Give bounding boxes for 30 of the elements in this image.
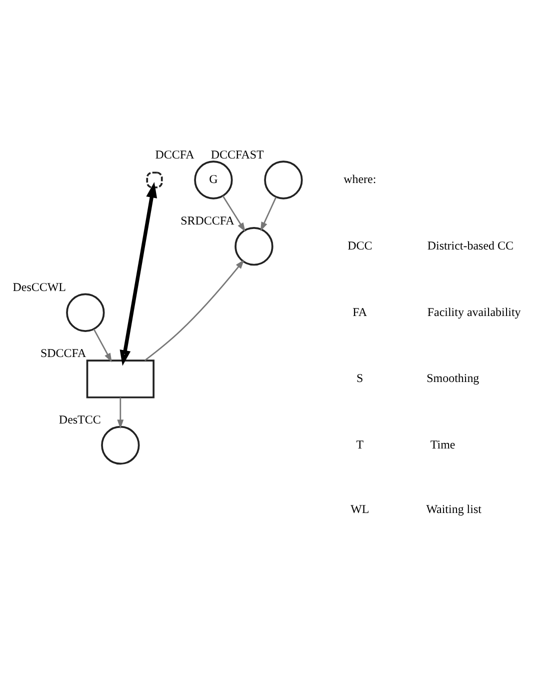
- node-cloud: [146, 172, 163, 188]
- label: District-based CC: [427, 238, 514, 252]
- label: Time: [430, 437, 456, 452]
- label: Smoothing: [426, 371, 480, 386]
- label: S: [356, 371, 364, 386]
- node-label: SDCCFA: [40, 346, 86, 360]
- node-circle: [66, 293, 105, 332]
- arrow: [93, 328, 112, 362]
- node-label: DesTCC: [58, 412, 101, 427]
- node-circle: [101, 426, 140, 465]
- label: T: [356, 437, 364, 452]
- arrow: [117, 398, 124, 429]
- label: Facility availability: [427, 304, 521, 319]
- arrow: [120, 182, 158, 366]
- node-label: SRDCCFA: [180, 214, 234, 228]
- arrow: [260, 196, 277, 232]
- node-label: DesCCWL: [12, 280, 66, 294]
- label: where:: [344, 172, 376, 186]
- arrow: [144, 260, 244, 362]
- label: Waiting list: [426, 502, 482, 516]
- node-box: [86, 360, 154, 398]
- label: FA: [352, 304, 368, 319]
- label: DCC: [348, 238, 372, 252]
- node-circle: G: [194, 160, 233, 200]
- node-label: DCCFAST: [210, 147, 264, 162]
- node-label: DCCFA: [155, 147, 194, 162]
- node-circle: [234, 226, 274, 266]
- node-circle: [264, 160, 303, 200]
- arrow: [222, 196, 246, 232]
- label: WL: [350, 502, 370, 516]
